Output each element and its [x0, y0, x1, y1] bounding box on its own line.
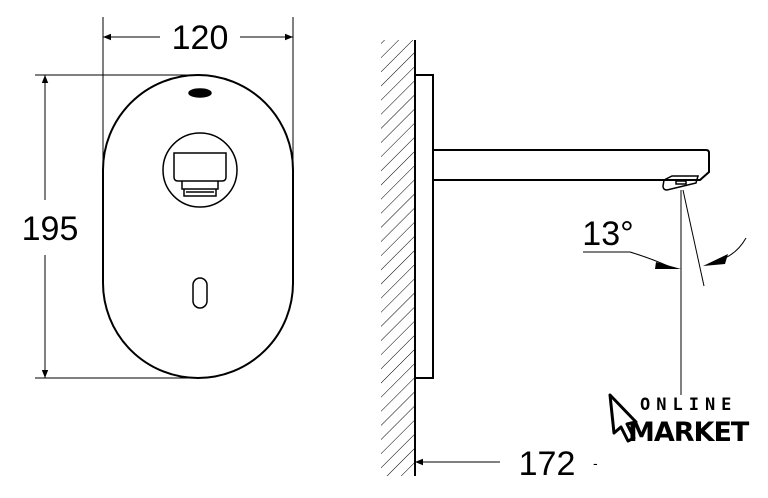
angle-leader-left	[583, 251, 669, 267]
trailing-mark: -	[593, 455, 598, 471]
sensor-window	[173, 152, 227, 182]
sensor-ring	[162, 132, 238, 208]
cursor-arrow-icon	[608, 393, 638, 443]
sensor-thread	[181, 181, 219, 197]
brand-logo-mark	[188, 88, 212, 98]
front-view	[35, 17, 294, 379]
height-dimension-label: 195	[22, 210, 79, 248]
nozzle	[662, 175, 699, 191]
angle-leader-right	[724, 237, 747, 259]
online-market-logo: ONLINE MARKET	[608, 393, 751, 448]
cover-plate	[102, 74, 294, 379]
side-view	[381, 40, 747, 476]
spray-angle-line	[682, 189, 705, 287]
logo-line-1: ONLINE	[640, 395, 737, 415]
logo-line-2: MARKET	[628, 417, 750, 448]
width-dimension-label: 120	[172, 19, 229, 57]
projection-dimension-label: 172	[519, 445, 576, 483]
plate-profile	[414, 74, 434, 379]
indicator-slot	[192, 277, 208, 309]
spout	[433, 149, 710, 181]
angle-dimension-label: 13°	[582, 215, 633, 253]
wall-hatching	[381, 40, 415, 476]
